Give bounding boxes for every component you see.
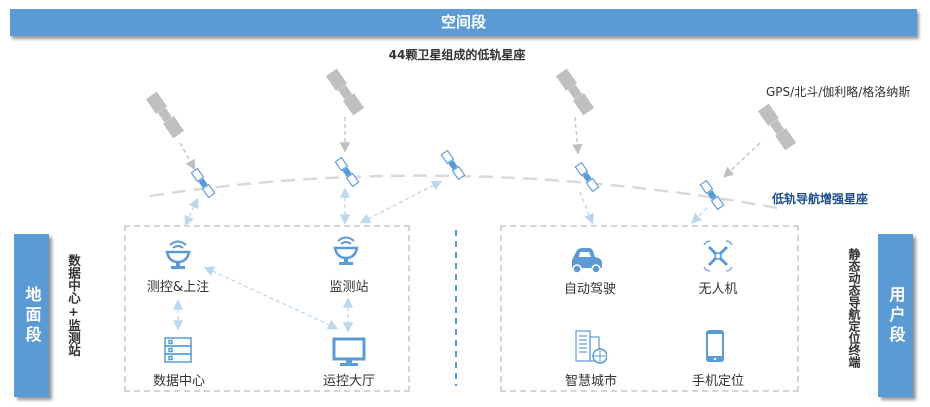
orbit-arc xyxy=(149,174,779,210)
drone-label: 无人机 xyxy=(698,282,738,297)
sat-ground-link xyxy=(184,197,199,227)
gnss-link xyxy=(572,116,583,155)
user-segment-bar: 用户段 xyxy=(878,234,913,397)
constellation-title: 44颗卫星组成的低轨星座 xyxy=(388,48,526,62)
user-side-label: 静态动态导航定位终端 xyxy=(847,248,861,368)
sat-user-link xyxy=(691,207,708,224)
ttc-ops-link xyxy=(203,266,339,330)
user-segment-box xyxy=(500,225,799,392)
leo-satellite-icon xyxy=(440,149,466,181)
smart-city-icon xyxy=(575,330,607,364)
car-icon xyxy=(572,248,602,274)
leo-satellite-icon xyxy=(574,161,600,193)
autonomous-driving-label: 自动驾驶 xyxy=(563,282,617,297)
ops-hall-label: 运控大厅 xyxy=(322,374,376,389)
server-icon xyxy=(164,337,192,363)
gnss-satellite-icon xyxy=(757,103,797,151)
sat-user-link xyxy=(579,191,594,225)
monitor-icon xyxy=(332,337,366,366)
sat-ground-link xyxy=(359,180,443,224)
monitor-station-label: 监测站 xyxy=(329,280,369,295)
gnss-satellite-icon xyxy=(325,68,365,116)
antenna-icon xyxy=(165,240,191,269)
smart-city-label: 智慧城市 xyxy=(564,374,618,389)
antenna-icon xyxy=(333,236,359,265)
phone-positioning-label: 手机定位 xyxy=(691,374,745,389)
gnss-satellite-icon xyxy=(145,91,185,139)
leo-satellite-icon xyxy=(190,167,216,199)
gnss-link xyxy=(179,142,196,171)
leo-satellite-icon xyxy=(334,156,360,188)
ground-segment-bar: 地面段 xyxy=(14,234,49,397)
leo-satellite-icon xyxy=(699,179,725,211)
smartphone-icon xyxy=(706,330,724,362)
leo-constellation-label: 低轨导航增强星座 xyxy=(772,192,869,206)
ttc-label: 测控&上注 xyxy=(146,280,210,295)
gnss-satellite-icon xyxy=(555,68,595,116)
drone-icon xyxy=(703,240,733,272)
ground-segment-box xyxy=(124,225,410,392)
gnss-link xyxy=(723,142,761,178)
datacenter-label: 数据中心 xyxy=(152,374,206,389)
gnss-label: GPS/北斗/伽利略/格洛纳斯 xyxy=(766,85,911,99)
space-segment-header: 空间段 xyxy=(10,9,917,36)
ground-side-label: 数据中心+监测站 xyxy=(66,254,81,357)
